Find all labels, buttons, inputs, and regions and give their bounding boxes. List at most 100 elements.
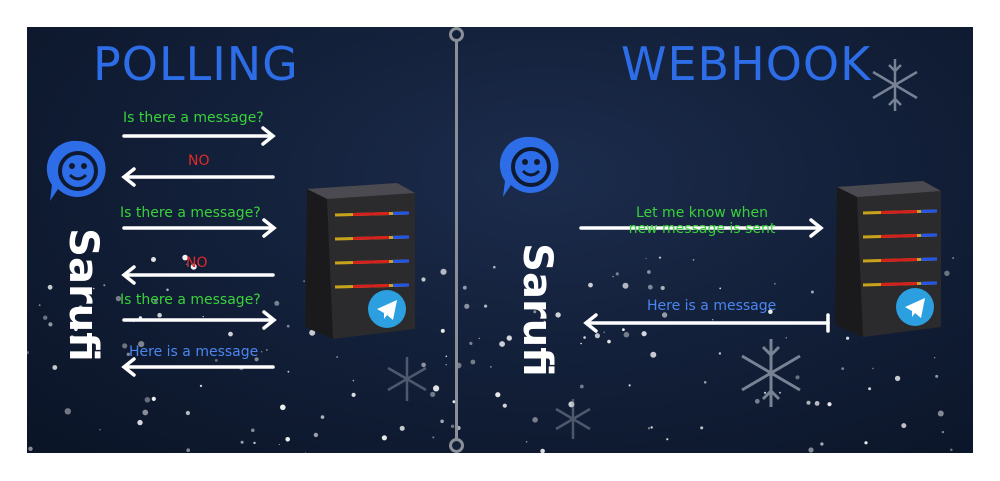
snow-dot — [320, 415, 325, 419]
smiley-chat-icon — [46, 140, 106, 201]
snow-dot — [464, 303, 470, 309]
server-icon — [305, 183, 415, 339]
snow-dot — [266, 349, 268, 351]
snow-dot — [381, 435, 387, 441]
snow-dot — [806, 400, 811, 405]
polling-label-5: Is there a message? — [120, 292, 261, 308]
snow-dot — [666, 438, 669, 441]
snow-dot — [660, 285, 665, 291]
snow-dot — [785, 337, 788, 339]
snow-dot — [779, 391, 781, 394]
snow-dot — [43, 315, 48, 320]
snow-dot — [718, 352, 722, 355]
snow-dot — [712, 319, 714, 321]
snow-dot — [768, 309, 773, 315]
polling-arrow — [121, 357, 275, 377]
webhook-arrow — [583, 313, 830, 333]
snow-dot — [313, 432, 319, 438]
snow-dot — [548, 355, 554, 361]
snow-dot — [440, 328, 445, 333]
snow-dot — [719, 287, 722, 290]
snow-dot — [647, 427, 651, 430]
snow-dot — [433, 385, 440, 392]
snow-dot — [490, 366, 492, 368]
snow-dot — [157, 312, 162, 318]
snow-dot — [935, 374, 939, 378]
polling-label-6: Here is a message — [129, 344, 259, 360]
snow-dot — [525, 441, 528, 443]
snow-dot — [440, 419, 444, 424]
snow-dot — [540, 448, 545, 453]
snow-dot — [555, 312, 561, 318]
snow-dot — [533, 310, 537, 314]
snow-dot — [351, 392, 356, 397]
snow-dot — [502, 403, 507, 408]
snow-dot — [583, 336, 586, 339]
snow-dot — [432, 436, 435, 439]
snow-dot — [199, 384, 203, 388]
snow-dot — [52, 365, 58, 370]
snow-dot — [872, 367, 874, 370]
snow-dot — [190, 263, 197, 270]
snow-dot — [421, 362, 426, 368]
webhook-arrow — [579, 218, 824, 238]
snow-dot — [952, 257, 954, 259]
polling-label-3: Is there a message? — [120, 205, 261, 221]
snow-dot — [421, 277, 426, 282]
snow-dot — [166, 288, 169, 292]
snow-dot — [941, 430, 945, 434]
webhook-label-1-line2: new message is sent — [628, 221, 776, 237]
snow-dot — [820, 442, 824, 446]
snow-dot — [430, 391, 436, 397]
snow-dot — [478, 337, 480, 339]
snow-dot — [864, 441, 868, 445]
snow-dot — [612, 275, 614, 278]
snow-dot — [470, 359, 476, 365]
snow-dot — [579, 384, 584, 389]
snow-dot — [214, 359, 218, 362]
snow-dot — [615, 272, 619, 276]
snow-dot — [47, 284, 53, 290]
snow-dot — [126, 352, 130, 356]
snow-dot — [138, 341, 145, 348]
snow-dot — [647, 270, 651, 274]
snow-dot — [493, 265, 496, 269]
telegram-icon — [368, 290, 406, 328]
snow-dot — [151, 257, 156, 262]
snow-dot — [827, 402, 832, 407]
snow-dot — [74, 327, 78, 332]
snow-dot — [38, 304, 41, 306]
snow-dot — [650, 351, 657, 358]
snow-dot — [484, 304, 488, 308]
snow-dot — [280, 404, 286, 411]
snow-background — [27, 59, 954, 453]
snow-dot — [754, 398, 760, 404]
polling-arrow — [121, 167, 275, 187]
snow-dot — [868, 387, 872, 391]
snowflake-icon — [387, 59, 918, 439]
snow-dot — [144, 397, 151, 403]
snow-dot — [692, 259, 695, 261]
divider-bottom-knob — [449, 438, 464, 453]
snow-dot — [64, 408, 71, 415]
snow-dot — [763, 391, 767, 394]
snow-dot — [700, 426, 704, 430]
webhook-label-2: Here is a message — [647, 298, 777, 314]
polling-label-4: NO — [186, 255, 208, 271]
snow-dot — [588, 282, 593, 288]
snow-dot — [810, 290, 814, 294]
snow-dot — [228, 331, 233, 337]
snow-dot — [623, 331, 630, 338]
snow-dot — [142, 409, 149, 416]
snow-dot — [254, 357, 259, 362]
polling-arrow — [121, 265, 275, 285]
snow-dot — [445, 355, 448, 358]
snow-dot — [73, 324, 77, 328]
polling-label-2: NO — [188, 153, 210, 169]
snow-dot — [795, 375, 800, 380]
snow-dot — [336, 356, 338, 358]
snow-dot — [937, 410, 944, 417]
snow-dot — [151, 396, 156, 401]
snow-dot — [452, 400, 456, 404]
telegram-icon — [896, 288, 934, 326]
